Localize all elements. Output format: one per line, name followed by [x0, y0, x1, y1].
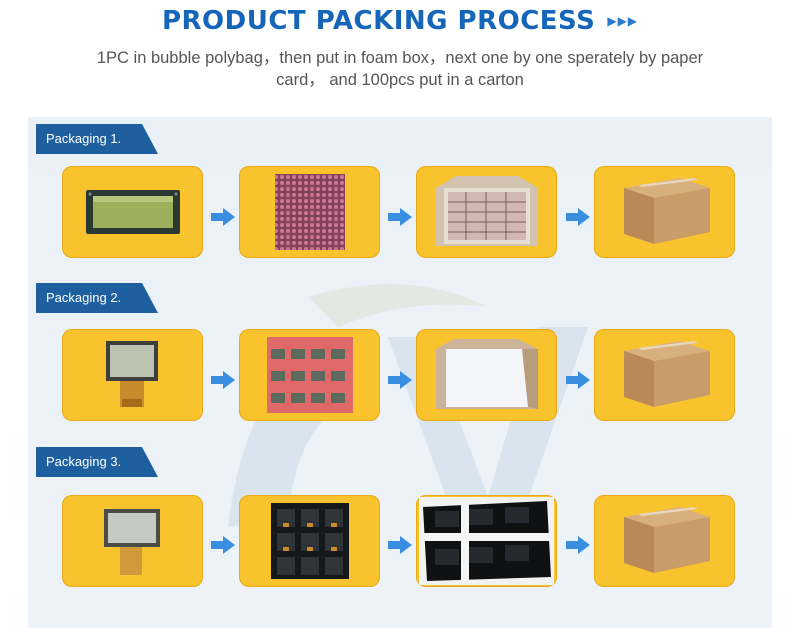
- row2-step4-card: [594, 329, 735, 421]
- lcd-display-fpc-icon: [72, 503, 193, 579]
- page-title: PRODUCT PACKING PROCESS: [161, 6, 596, 36]
- bubble-polybag-icon: [249, 174, 370, 250]
- carton-box-icon: [604, 337, 725, 413]
- header: PRODUCT PACKING PROCESS ▶▶▶: [0, 6, 800, 36]
- row3-step3-card: [416, 495, 557, 587]
- arrow-right-icon: [211, 371, 235, 389]
- row3-step1-card: [62, 495, 203, 587]
- triple-arrow-icon: ▶▶▶: [607, 14, 639, 28]
- black-tray-icon: [249, 503, 370, 579]
- packaging-2-label: Packaging 2.: [36, 283, 158, 313]
- arrow-right-icon: [388, 536, 412, 554]
- row1-step2-card: [239, 166, 380, 258]
- row3-step2-card: [239, 495, 380, 587]
- strapped-trays-icon: [419, 497, 554, 585]
- carton-box-icon: [604, 174, 725, 250]
- lcd-display-fpc-icon: [72, 337, 193, 413]
- packaging-1-label: Packaging 1.: [36, 124, 158, 154]
- paper-card-tray-icon: [249, 337, 370, 413]
- row1-step4-card: [594, 166, 735, 258]
- arrow-right-icon: [388, 371, 412, 389]
- row3-step4-card: [594, 495, 735, 587]
- lcd-module-icon: [72, 174, 193, 250]
- arrow-right-icon: [566, 536, 590, 554]
- row1-step3-card: [416, 166, 557, 258]
- packaging-3-label: Packaging 3.: [36, 447, 158, 477]
- arrow-right-icon: [566, 371, 590, 389]
- arrow-right-icon: [566, 208, 590, 226]
- carton-box-icon: [604, 503, 725, 579]
- row2-step2-card: [239, 329, 380, 421]
- arrow-right-icon: [211, 208, 235, 226]
- row2-step3-card: [416, 329, 557, 421]
- foam-box-icon: [426, 174, 547, 250]
- packing-description: 1PC in bubble polybag，then put in foam b…: [0, 47, 800, 91]
- arrow-right-icon: [211, 536, 235, 554]
- packaging-panel: Packaging 1.: [28, 117, 772, 628]
- row1-step1-card: [62, 166, 203, 258]
- arrow-right-icon: [388, 208, 412, 226]
- white-box-icon: [426, 337, 547, 413]
- row2-step1-card: [62, 329, 203, 421]
- subtitle-line-2: card， and 100pcs put in a carton: [276, 71, 524, 89]
- subtitle-line-1: 1PC in bubble polybag，then put in foam b…: [96, 49, 704, 67]
